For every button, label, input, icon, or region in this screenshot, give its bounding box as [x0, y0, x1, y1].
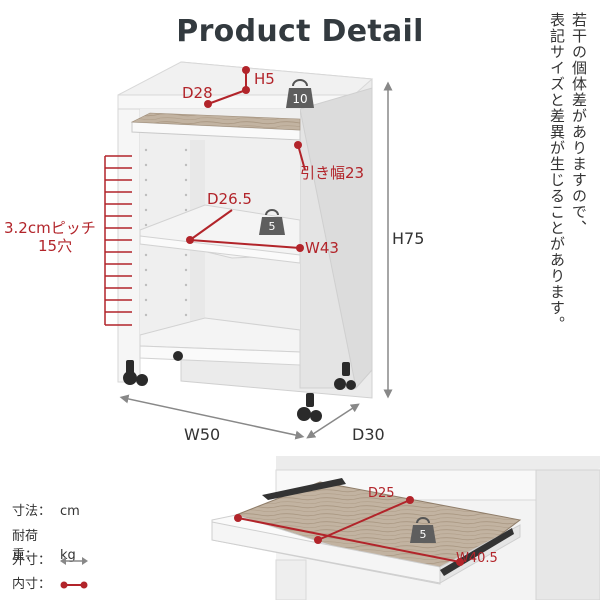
- tray-weight-label: 5: [420, 528, 427, 541]
- tray-depth-label: D25: [368, 486, 395, 501]
- hole-count-label: 15穴: [38, 237, 72, 255]
- bottom-shelf: [139, 317, 301, 353]
- weight-icon: 5: [410, 517, 436, 543]
- tray-width-label: W40.5: [456, 551, 498, 566]
- top-height-label: H5: [254, 70, 275, 88]
- pull-width-label: 引き幅23: [300, 164, 364, 182]
- size-variance-note-line2: 表記サイズと差異が生じることがあります。: [548, 12, 566, 332]
- legend-unit-value: cm: [60, 504, 80, 519]
- size-variance-note-line1: 若干の個体差がありますので、: [570, 12, 588, 236]
- depth-label: D30: [352, 425, 385, 444]
- left-side-panel: [117, 108, 141, 383]
- tray-closeup: [211, 456, 600, 600]
- outer-dimension-arrow-icon: [60, 556, 88, 565]
- legend-outer-label: 外寸：: [12, 553, 52, 568]
- height-label: H75: [392, 229, 424, 248]
- weight-icon: 5: [259, 209, 285, 235]
- weight-icon: 10: [286, 79, 314, 108]
- outer-dimensions: [119, 81, 393, 440]
- inner-dimensions: [186, 66, 306, 252]
- pitch-label: 3.2cmピッチ: [4, 219, 96, 237]
- inner-dimension-line-icon: [60, 581, 88, 588]
- top-depth-label: D28: [182, 84, 213, 102]
- width-label: W50: [184, 425, 220, 444]
- shelf-depth-label: D26.5: [207, 190, 252, 208]
- legend-load-label: 耐荷重：: [12, 529, 39, 563]
- legend-unit: 寸法： cm: [12, 500, 80, 519]
- shelf-width-label: W43: [305, 239, 339, 257]
- page-title: Product Detail: [176, 14, 424, 49]
- top-weight-label: 10: [292, 92, 307, 106]
- shelf-pitch-bracket: [104, 155, 132, 326]
- legend-load: 耐荷重：kg: [12, 525, 76, 563]
- legend-inner: 内寸：: [12, 573, 88, 592]
- legend-inner-label: 内寸：: [12, 577, 52, 592]
- legend-unit-label: 寸法：: [12, 504, 52, 519]
- shelf-weight-label: 5: [269, 220, 276, 233]
- legend-outer: 外寸：: [12, 549, 88, 568]
